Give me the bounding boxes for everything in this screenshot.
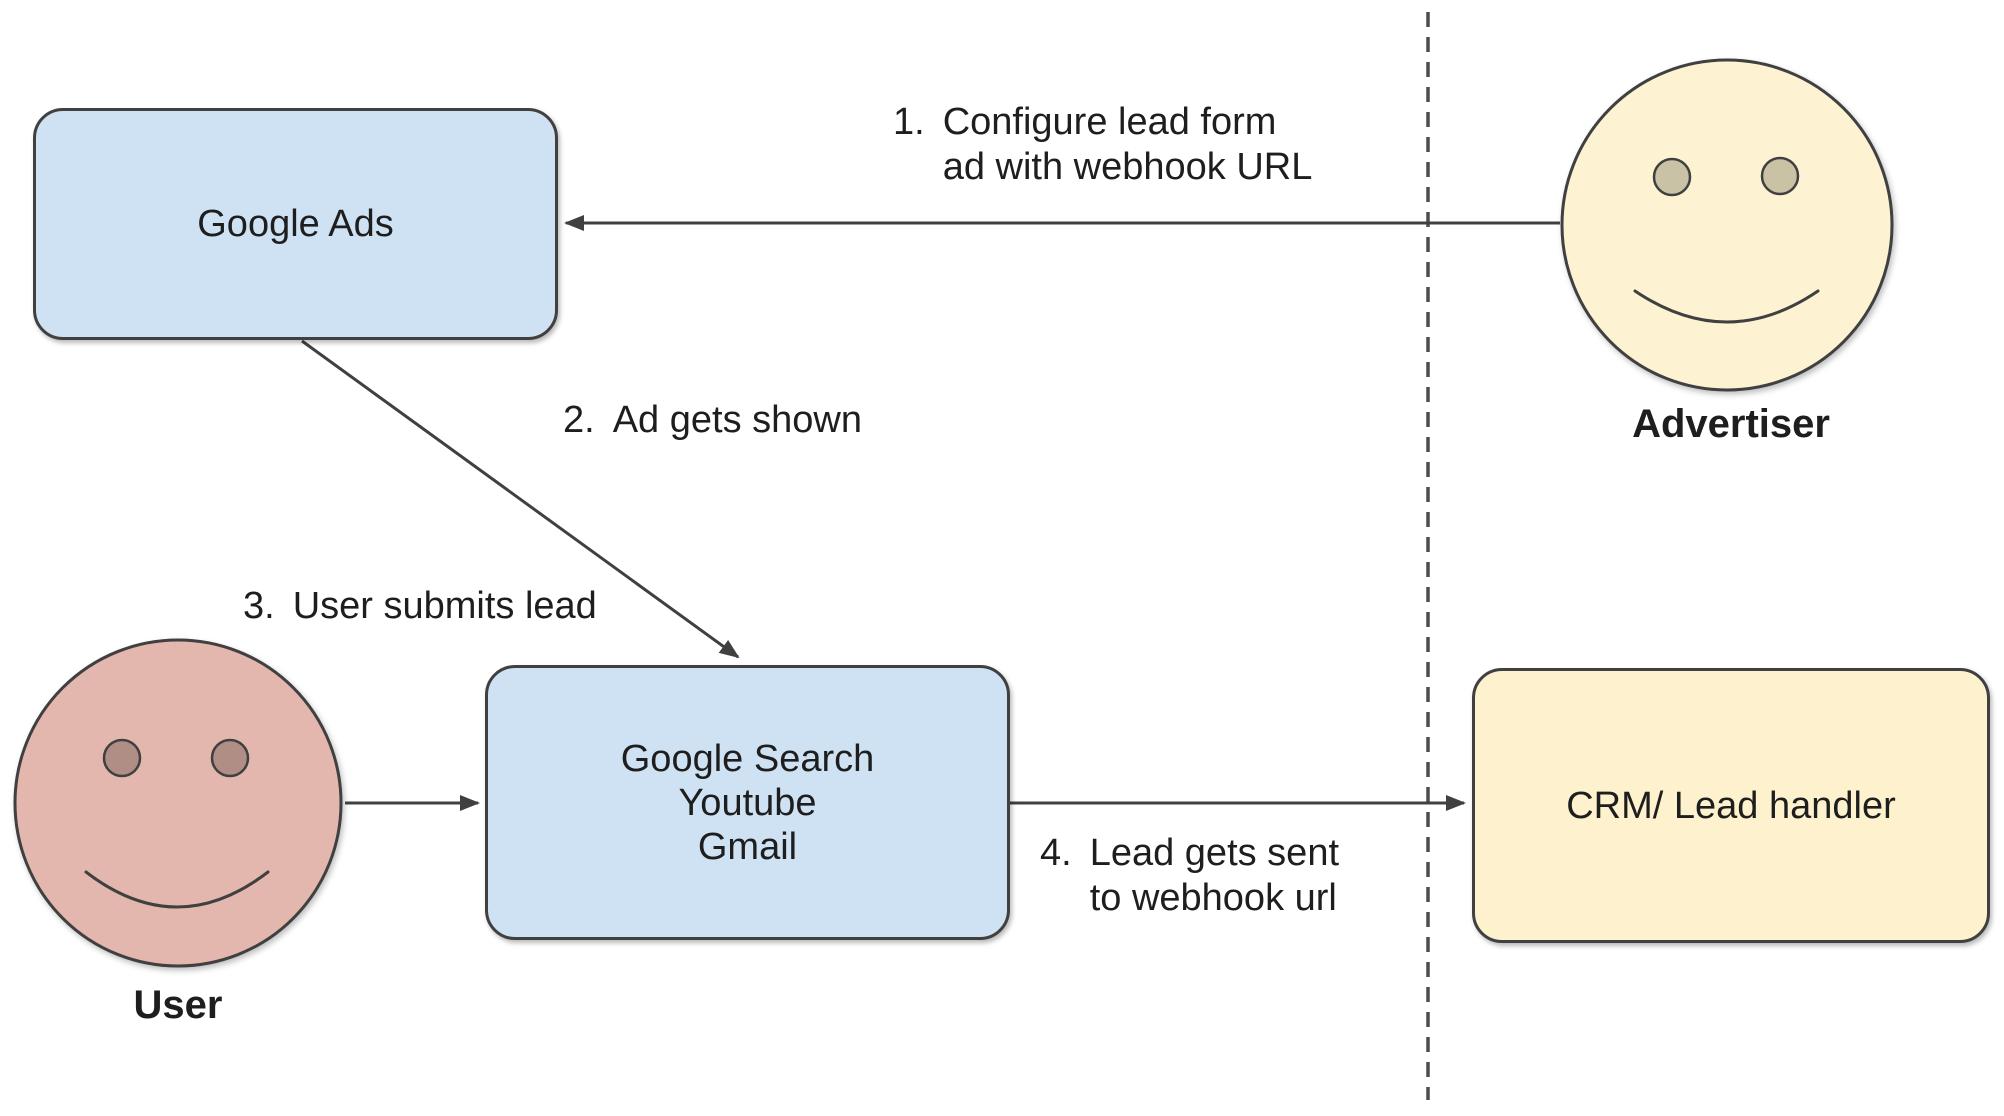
step-3-text: User submits lead	[292, 585, 597, 627]
step-1-label: 1. Configure lead form ad with webhook U…	[893, 100, 1318, 190]
advertiser-left-eye	[1652, 157, 1692, 197]
advertiser-label: Advertiser	[1632, 402, 1830, 446]
step-4-label: 4. Lead gets sent to webhook url	[1040, 831, 1380, 921]
google-surfaces-line-3: Gmail	[697, 825, 798, 868]
google-surfaces-box: Google Search Youtube Gmail	[485, 665, 1010, 940]
step-2-number: 2.	[563, 399, 595, 441]
step-4-text: Lead gets sent to webhook url	[1089, 832, 1340, 919]
advertiser-right-eye	[1760, 156, 1800, 196]
crm-lead-handler-box: CRM/ Lead handler	[1472, 668, 1990, 943]
advertiser-face-icon	[1560, 58, 1894, 392]
arrow-ad-gets-shown	[301, 339, 740, 659]
google-surfaces-line-2: Youtube	[678, 781, 817, 824]
google-ads-box: Google Ads	[33, 108, 558, 340]
user-label: User	[133, 983, 223, 1027]
step-4-number: 4.	[1040, 832, 1072, 874]
advertiser-smile	[1633, 289, 1820, 324]
user-face-icon	[13, 638, 343, 968]
user-left-eye	[102, 738, 142, 778]
advertiser-head	[1560, 58, 1894, 392]
step-3-label: 3. User submits lead	[243, 584, 597, 629]
step-1-number: 1.	[893, 101, 925, 143]
user-right-eye	[210, 738, 250, 778]
user-head	[13, 638, 343, 968]
step-2-text: Ad gets shown	[612, 399, 862, 441]
google-surfaces-line-1: Google Search	[620, 737, 875, 780]
step-2-label: 2. Ad gets shown	[563, 398, 862, 443]
user-smile	[84, 870, 270, 909]
step-3-number: 3.	[243, 585, 275, 627]
google-ads-label: Google Ads	[197, 203, 394, 245]
step-1-text: Configure lead form ad with webhook URL	[942, 101, 1313, 188]
crm-label: CRM/ Lead handler	[1566, 784, 1896, 827]
